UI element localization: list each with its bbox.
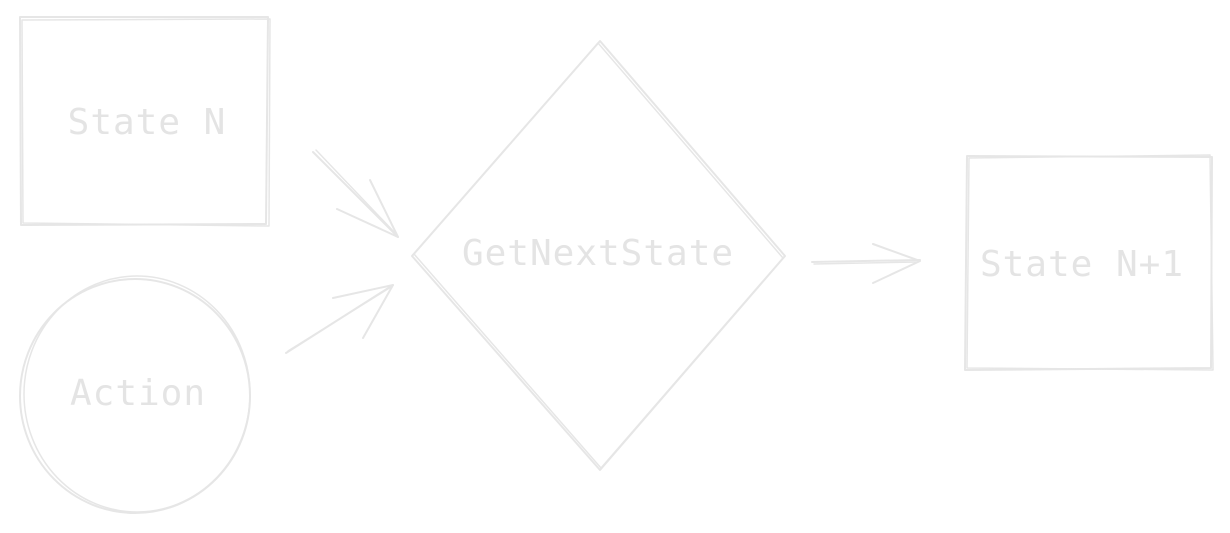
state-n-plus-1-node[interactable]: State N+1 (964, 154, 1214, 371)
get-next-state-node[interactable]: GetNextState (411, 40, 786, 471)
state-n-label: State N (68, 102, 227, 143)
get-next-state-label: GetNextState (462, 233, 734, 274)
arrow-state-n-to-get-next-state[interactable] (312, 149, 399, 238)
action-node[interactable]: Action (19, 275, 251, 514)
arrow-action-to-get-next-state[interactable] (285, 284, 394, 354)
action-label: Action (70, 373, 206, 414)
state-n-node[interactable]: State N (19, 16, 271, 227)
arrow-get-next-state-to-state-n-plus-1[interactable] (811, 243, 921, 284)
state-n-plus-1-label: State N+1 (980, 244, 1184, 285)
